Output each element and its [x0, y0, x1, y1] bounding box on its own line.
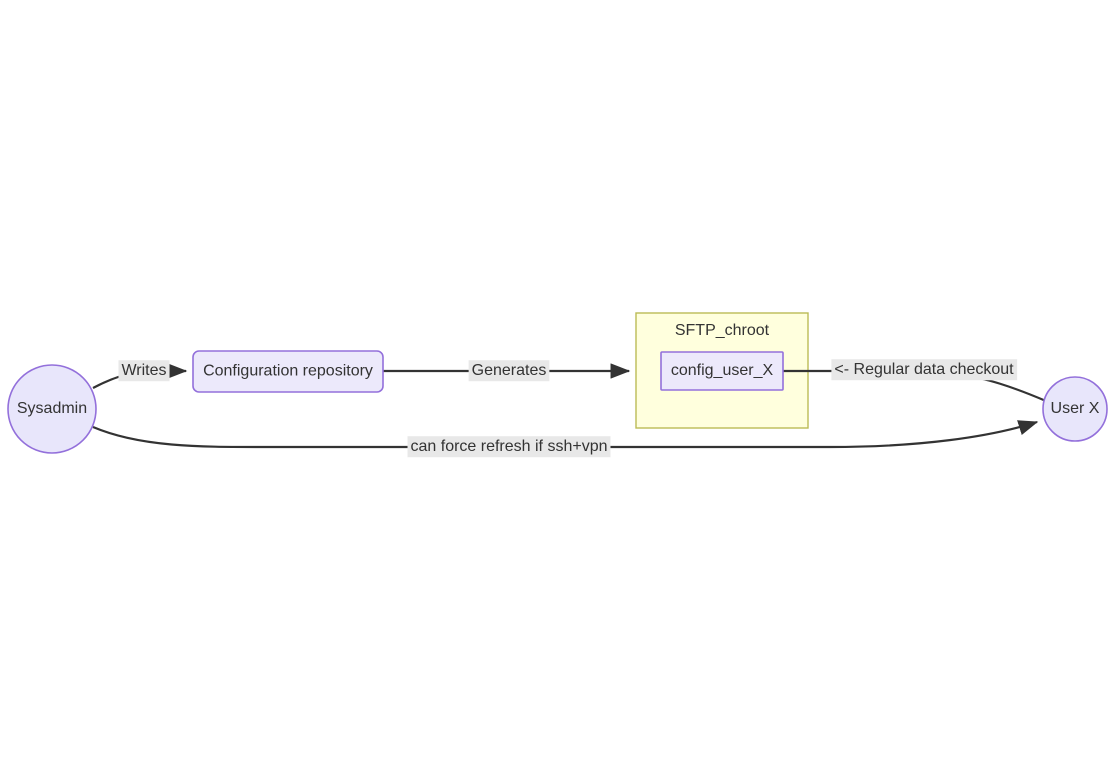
edge-path-can-force-refresh [92, 420, 1039, 449]
node-config-repo[interactable]: Configuration repository [192, 350, 384, 393]
edge-label-writes-text: Writes [121, 362, 166, 379]
node-user-x-circle[interactable] [1042, 376, 1108, 442]
edge-label-regular-data-checkout-text: <- Regular data checkout [834, 361, 1014, 378]
node-config-repo-label: Configuration repository [203, 363, 373, 380]
edge-sysadmin-to-user-x [92, 420, 1039, 449]
node-user-x[interactable]: User X [1042, 376, 1108, 442]
node-user-x-label: User X [1051, 400, 1100, 417]
edge-label-generates-text: Generates [472, 362, 547, 379]
node-config-user-x-label: config_user_X [671, 362, 774, 379]
edge-label-writes: Writes [118, 360, 170, 382]
subgraph-sftp-chroot-title: SFTP_chroot [675, 322, 770, 339]
node-config-user-x-box[interactable] [660, 351, 784, 391]
node-sysadmin-label: Sysadmin [17, 400, 87, 417]
node-sysadmin-circle[interactable] [7, 364, 97, 454]
node-config-user-x[interactable]: config_user_X [660, 351, 784, 391]
edge-label-can-force-refresh: can force refresh if ssh+vpn [407, 436, 611, 458]
edge-label-generates: Generates [468, 360, 550, 382]
node-sysadmin[interactable]: Sysadmin [7, 364, 97, 454]
edge-label-can-force-refresh-text: can force refresh if ssh+vpn [411, 438, 608, 455]
node-config-repo-box[interactable] [192, 350, 384, 393]
edge-label-regular-data-checkout: <- Regular data checkout [831, 359, 1018, 381]
